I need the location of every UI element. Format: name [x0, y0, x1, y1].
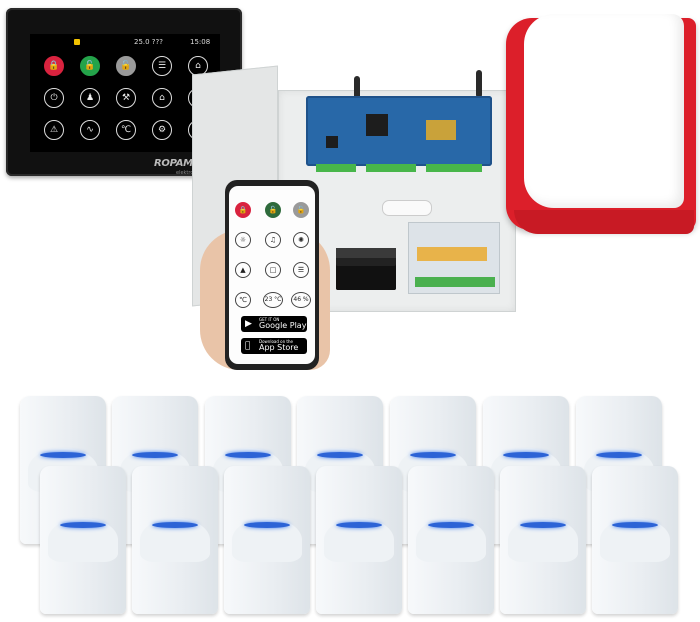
temperature-readout: 23 °C [263, 292, 283, 308]
motion-detector [408, 466, 494, 614]
chart-icon[interactable]: ∿ [80, 120, 100, 140]
backup-battery [336, 248, 396, 290]
module-chip [426, 120, 456, 140]
motion-detector [592, 466, 678, 614]
panel-brand-logo: ROPAM [154, 158, 193, 169]
arm-lock-icon[interactable]: 🔒 [44, 56, 64, 76]
blinds-icon[interactable]: ☰ [293, 262, 309, 278]
panel-brand-sub: elektronik [176, 170, 201, 176]
terminal-block [366, 164, 416, 172]
thermometer-icon: ℃ [235, 292, 251, 308]
phone-screen: 🔒 🔓 🔓 ☼ ♫ ✺ ▲ □ ☰ ℃ 23 °C 46 % ▶ GET IT … [229, 186, 315, 364]
touch-panel-screen: 25.0 ??? 15:08 🔒 🔓 🔓 ☰ ⌂ ⏻ ♟ ⚒ ⌂ ⚲ ⚠ ∿ ℃… [30, 34, 220, 152]
arm-lock-icon[interactable]: 🔒 [235, 202, 251, 218]
remote-icon[interactable]: ▲ [235, 262, 251, 278]
antenna [354, 76, 360, 104]
humidity-readout: 46 % [291, 292, 311, 308]
bell-icon[interactable]: ♫ [265, 232, 281, 248]
house-settings-icon[interactable]: ⌂ [152, 88, 172, 108]
play-store-icon: ▶ [245, 319, 252, 329]
tools-icon[interactable]: ⚒ [116, 88, 136, 108]
motion-detector [224, 466, 310, 614]
status-time: 15:08 [190, 38, 211, 46]
apple-icon:  [245, 341, 250, 351]
status-temperature: 25.0 ??? [134, 38, 163, 46]
warning-icon[interactable]: ⚠ [44, 120, 64, 140]
siren-white-cover [524, 14, 684, 208]
chip [366, 114, 388, 136]
motion-detector [132, 466, 218, 614]
motion-detector [40, 466, 126, 614]
garage-icon[interactable]: □ [265, 262, 281, 278]
disarm-lock-icon[interactable]: 🔓 [265, 202, 281, 218]
thermometer-icon[interactable]: ℃ [116, 120, 136, 140]
app-store-badge[interactable]:  Download on the App Store [241, 338, 307, 354]
thermostat-icon[interactable]: ⚙ [152, 120, 172, 140]
terminal-block [316, 164, 356, 172]
power-module [408, 222, 500, 294]
fan-icon[interactable]: ✺ [293, 232, 309, 248]
list-icon[interactable]: ☰ [152, 56, 172, 76]
partial-lock-icon[interactable]: 🔓 [116, 56, 136, 76]
partial-lock-icon[interactable]: 🔓 [293, 202, 309, 218]
google-play-badge[interactable]: ▶ GET IT ON Google Play [241, 316, 307, 332]
status-bar: 25.0 ??? 15:08 [30, 38, 220, 48]
motion-detector [500, 466, 586, 614]
enclosure-slot [382, 200, 432, 216]
module-label [417, 247, 487, 261]
smartphone: 🔒 🔓 🔓 ☼ ♫ ✺ ▲ □ ☰ ℃ 23 °C 46 % ▶ GET IT … [225, 180, 319, 370]
power-icon[interactable]: ⏻ [44, 88, 64, 108]
chip [326, 136, 338, 148]
bulb-icon[interactable]: ☼ [235, 232, 251, 248]
antenna [476, 70, 482, 98]
motion-detector [316, 466, 402, 614]
disarm-lock-icon[interactable]: 🔓 [80, 56, 100, 76]
siren-light-strip [514, 210, 694, 234]
users-icon[interactable]: ♟ [80, 88, 100, 108]
module-terminals [415, 277, 495, 287]
terminal-block [426, 164, 482, 172]
control-board [306, 96, 492, 172]
outdoor-siren [506, 12, 696, 234]
notification-icon [74, 39, 80, 45]
